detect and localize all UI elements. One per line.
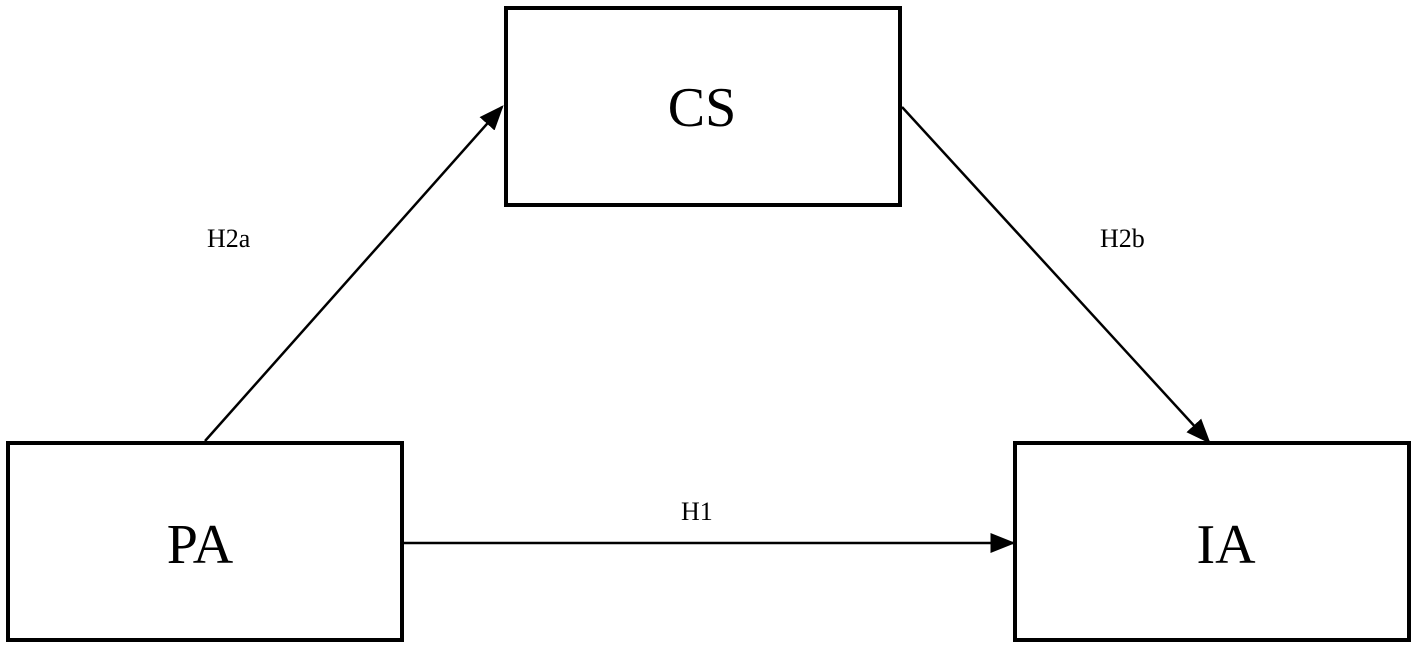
edge-pa-to-cs: H2a xyxy=(204,105,504,442)
node-cs: CS xyxy=(504,6,902,207)
node-pa: PA xyxy=(6,441,404,642)
arrow-pa-to-cs xyxy=(204,105,504,442)
edge-cs-to-ia: H2b xyxy=(901,106,1211,444)
node-ia: IA xyxy=(1013,441,1411,642)
arrow-cs-to-ia xyxy=(901,106,1211,444)
node-cs-box xyxy=(504,6,902,207)
node-pa-box xyxy=(6,441,404,642)
node-pa-label: PA xyxy=(167,514,234,576)
edge-label-h1: H1 xyxy=(681,497,713,526)
edge-label-h2b: H2b xyxy=(1100,224,1145,253)
node-ia-label: IA xyxy=(1196,514,1256,576)
edge-label-h2a: H2a xyxy=(207,224,251,253)
node-cs-label: CS xyxy=(668,77,737,139)
edge-pa-to-ia: H1 xyxy=(402,497,1016,553)
node-ia-box xyxy=(1013,441,1411,642)
